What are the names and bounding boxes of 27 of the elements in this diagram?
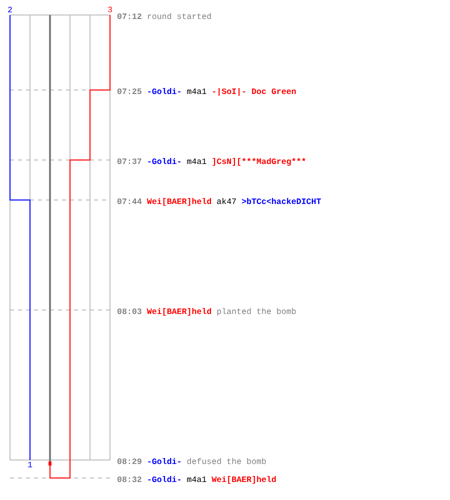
- timestamp: 07:12: [117, 13, 142, 20]
- timestamp: 07:25: [117, 88, 142, 94]
- player-name: -Goldi-: [148, 458, 180, 464]
- timestamp: 07:37: [117, 158, 142, 164]
- player-name: -Goldi-: [148, 476, 180, 482]
- timestamp: 08:32: [117, 476, 142, 482]
- event-text: round started: [148, 13, 211, 20]
- player-name: -Goldi-: [148, 158, 180, 164]
- event-text: defused the bomb: [187, 458, 266, 464]
- timestamp: 07:44: [117, 198, 142, 204]
- player-count: 1: [28, 462, 32, 468]
- player-name: ]CsN][***MadGreg***: [212, 158, 306, 166]
- event-text: planted the bomb: [217, 308, 296, 316]
- weapon-name: ak47: [217, 198, 236, 204]
- player-count: 3: [108, 6, 112, 12]
- player-name: -Goldi-: [148, 88, 180, 94]
- weapon-name: m4a1: [187, 158, 206, 164]
- player-name: -|SoI|- Doc Green: [212, 88, 296, 96]
- weapon-name: m4a1: [187, 476, 206, 482]
- player-count: 2: [8, 6, 12, 12]
- player-name: Wei[BAER]held: [146, 308, 212, 316]
- player-name: >bTCc<hackeDICHT: [242, 198, 321, 204]
- timestamp: 08:03: [117, 308, 142, 314]
- weapon-name: m4a1: [187, 88, 206, 94]
- player-name: Wei[BAER]held: [212, 476, 276, 484]
- player-name: Wei[BAER]held: [146, 198, 212, 206]
- timestamp: 08:29: [117, 458, 142, 464]
